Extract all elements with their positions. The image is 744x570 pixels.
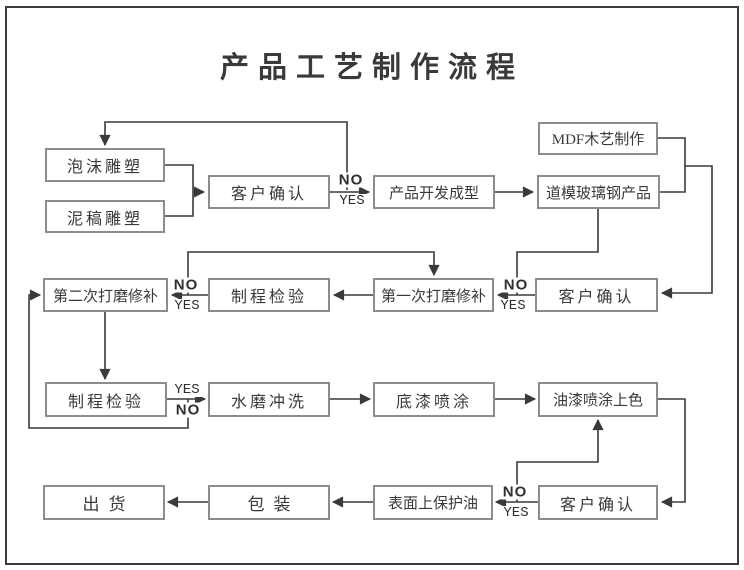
edge-foam-clay-join (165, 164, 194, 217)
page-title: 产品工艺制作流程 (219, 52, 524, 84)
node-customer-confirm-3: 客户确认 (538, 485, 658, 520)
node-second-sanding-repair: 第二次打磨修补 (43, 278, 168, 312)
node-packaging: 包装 (208, 485, 330, 520)
label-yes-after-inspection1: YES (172, 298, 202, 314)
label-yes-after-inspection2: YES (172, 382, 202, 398)
node-paint-spray-coloring: 油漆喷涂上色 (538, 382, 658, 417)
node-surface-protective-oil: 表面上保护油 (373, 485, 493, 520)
node-customer-confirm-1: 客户确认 (208, 175, 330, 209)
node-clay-sculpture: 泥稿雕塑 (45, 200, 165, 233)
edge-confirm1-no-feedback (99, 121, 348, 190)
node-foam-sculpture: 泡沫雕塑 (45, 148, 165, 182)
node-product-development: 产品开发成型 (373, 175, 495, 209)
node-shipment: 出货 (43, 485, 165, 520)
node-water-sanding-rinse: 水磨冲洗 (208, 382, 330, 417)
node-fiberglass-product: 道模玻璃钢产品 (537, 175, 660, 209)
node-primer-spray: 底漆喷涂 (373, 382, 495, 417)
edge-mdf-fiberglass-bracket (658, 137, 686, 193)
label-no-after-inspection1: NO (171, 276, 201, 294)
node-customer-confirm-2: 客户确认 (535, 278, 658, 312)
edge-confirm3-no-feedback (516, 418, 604, 502)
label-yes-after-confirm2: YES (498, 298, 528, 314)
node-first-sanding-repair: 第一次打磨修补 (373, 278, 494, 312)
node-process-inspection-1: 制程检验 (208, 278, 330, 312)
label-no-after-confirm2: NO (501, 276, 531, 294)
edge-inspect2-no-feedback (28, 289, 189, 429)
label-yes-after-confirm1: YES (337, 193, 367, 209)
node-process-inspection-2: 制程检验 (45, 382, 167, 417)
edge-bracket-to-confirm2 (660, 165, 713, 299)
label-no-after-inspection2: NO (173, 401, 203, 419)
label-no-after-confirm3: NO (500, 483, 530, 501)
edge-fiberglass-down-to-sanding1-line (516, 209, 599, 295)
node-mdf-woodwork: MDF木艺制作 (538, 122, 658, 155)
edge-inspect1-no-feedback (187, 251, 440, 295)
label-yes-after-confirm3: YES (501, 505, 531, 521)
label-no-after-confirm1: NO (336, 171, 366, 189)
edge-paint-down-to-confirm3 (658, 398, 686, 508)
